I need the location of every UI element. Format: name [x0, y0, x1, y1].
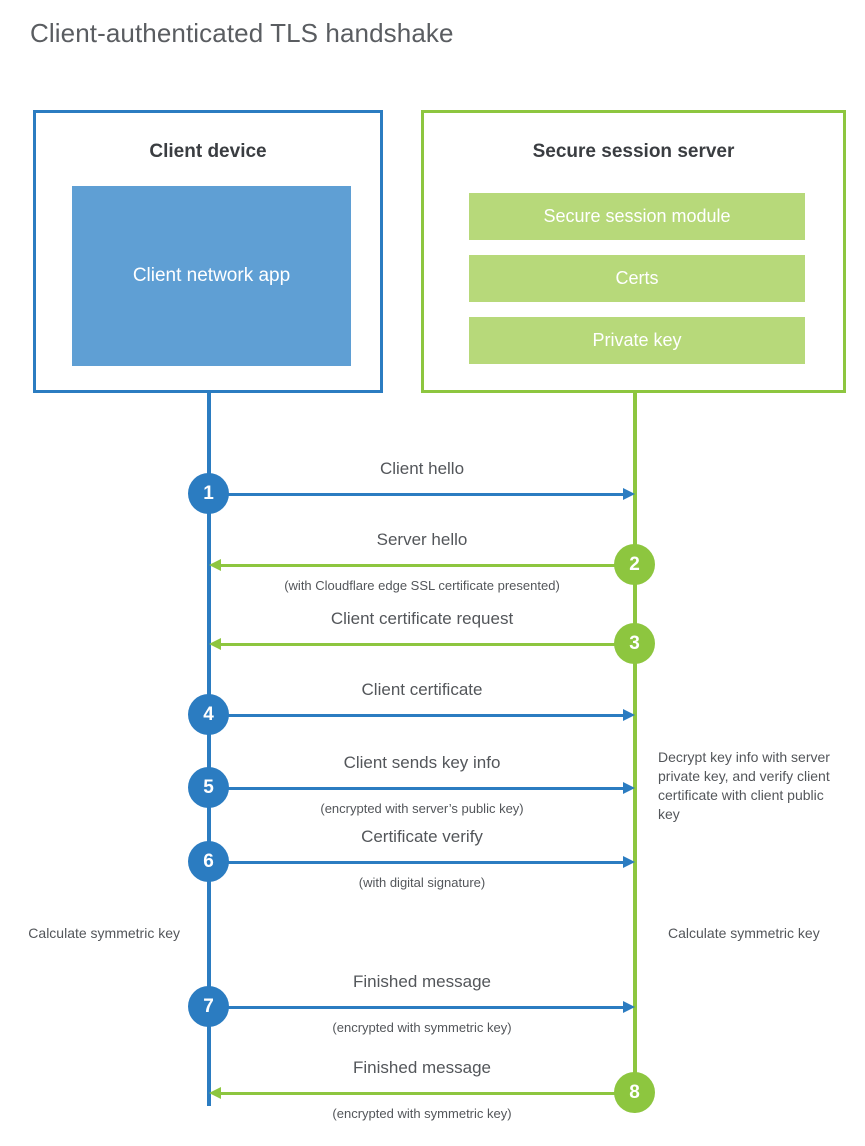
message-sub-8: (encrypted with symmetric key) — [332, 1106, 512, 1121]
note-decrypt-key-info: Decrypt key info with server private key… — [658, 749, 830, 822]
message-label-2: Server hello — [376, 530, 468, 549]
message-label-7: Finished message — [353, 972, 491, 991]
arrow-line — [220, 1092, 635, 1095]
arrow-head-right-icon — [623, 709, 635, 721]
arrow-line — [209, 493, 624, 496]
arrow-head-left-icon — [209, 1087, 221, 1099]
arrow-line — [220, 643, 635, 646]
message-label-3: Client certificate request — [330, 609, 514, 628]
arrow-head-right-icon — [623, 856, 635, 868]
message-label-1: Client hello — [379, 459, 465, 478]
arrow-head-right-icon — [623, 1001, 635, 1013]
client-network-app-block: Client network app — [72, 186, 351, 366]
arrow-head-left-icon — [209, 559, 221, 571]
message-label-5: Client sends key info — [343, 753, 501, 772]
arrow-line — [220, 564, 635, 567]
server-lifeline — [633, 393, 637, 1092]
message-sub-6: (with digital signature) — [358, 875, 486, 890]
server-item-certs: Certs — [469, 255, 805, 302]
arrow-line — [209, 1006, 624, 1009]
note-calculate-symmetric-key-server: Calculate symmetric key — [668, 925, 820, 941]
arrow-line — [209, 787, 624, 790]
step-circle-5: 5 — [188, 767, 229, 808]
arrow-line — [209, 714, 624, 717]
client-device-title: Client device — [149, 141, 267, 162]
client-lifeline — [207, 393, 211, 1106]
arrow-head-left-icon — [209, 638, 221, 650]
step-circle-6: 6 — [188, 841, 229, 882]
step-circle-7: 7 — [188, 986, 229, 1027]
message-label-8: Finished message — [353, 1058, 491, 1077]
message-sub-7: (encrypted with symmetric key) — [332, 1020, 512, 1035]
step-circle-4: 4 — [188, 694, 229, 735]
message-label-6: Certificate verify — [361, 827, 483, 846]
secure-session-server-title: Secure session server — [532, 141, 735, 162]
arrow-line — [209, 861, 624, 864]
arrow-head-right-icon — [623, 488, 635, 500]
message-label-4: Client certificate — [361, 680, 483, 699]
secure-session-server-box: Secure session server Secure session mod… — [421, 110, 846, 393]
server-item-secure-session-module: Secure session module — [469, 193, 805, 240]
message-sub-2: (with Cloudflare edge SSL certificate pr… — [284, 578, 560, 593]
step-circle-1: 1 — [188, 473, 229, 514]
page-title: Client-authenticated TLS handshake — [30, 18, 454, 48]
arrow-head-right-icon — [623, 782, 635, 794]
step-circle-2: 2 — [614, 544, 655, 585]
server-item-private-key: Private key — [469, 317, 805, 364]
message-sub-5: (encrypted with server’s public key) — [320, 801, 524, 816]
client-device-box: Client device Client network app — [33, 110, 383, 393]
step-circle-8: 8 — [614, 1072, 655, 1113]
note-calculate-symmetric-key-client: Calculate symmetric key — [28, 925, 180, 941]
step-circle-3: 3 — [614, 623, 655, 664]
